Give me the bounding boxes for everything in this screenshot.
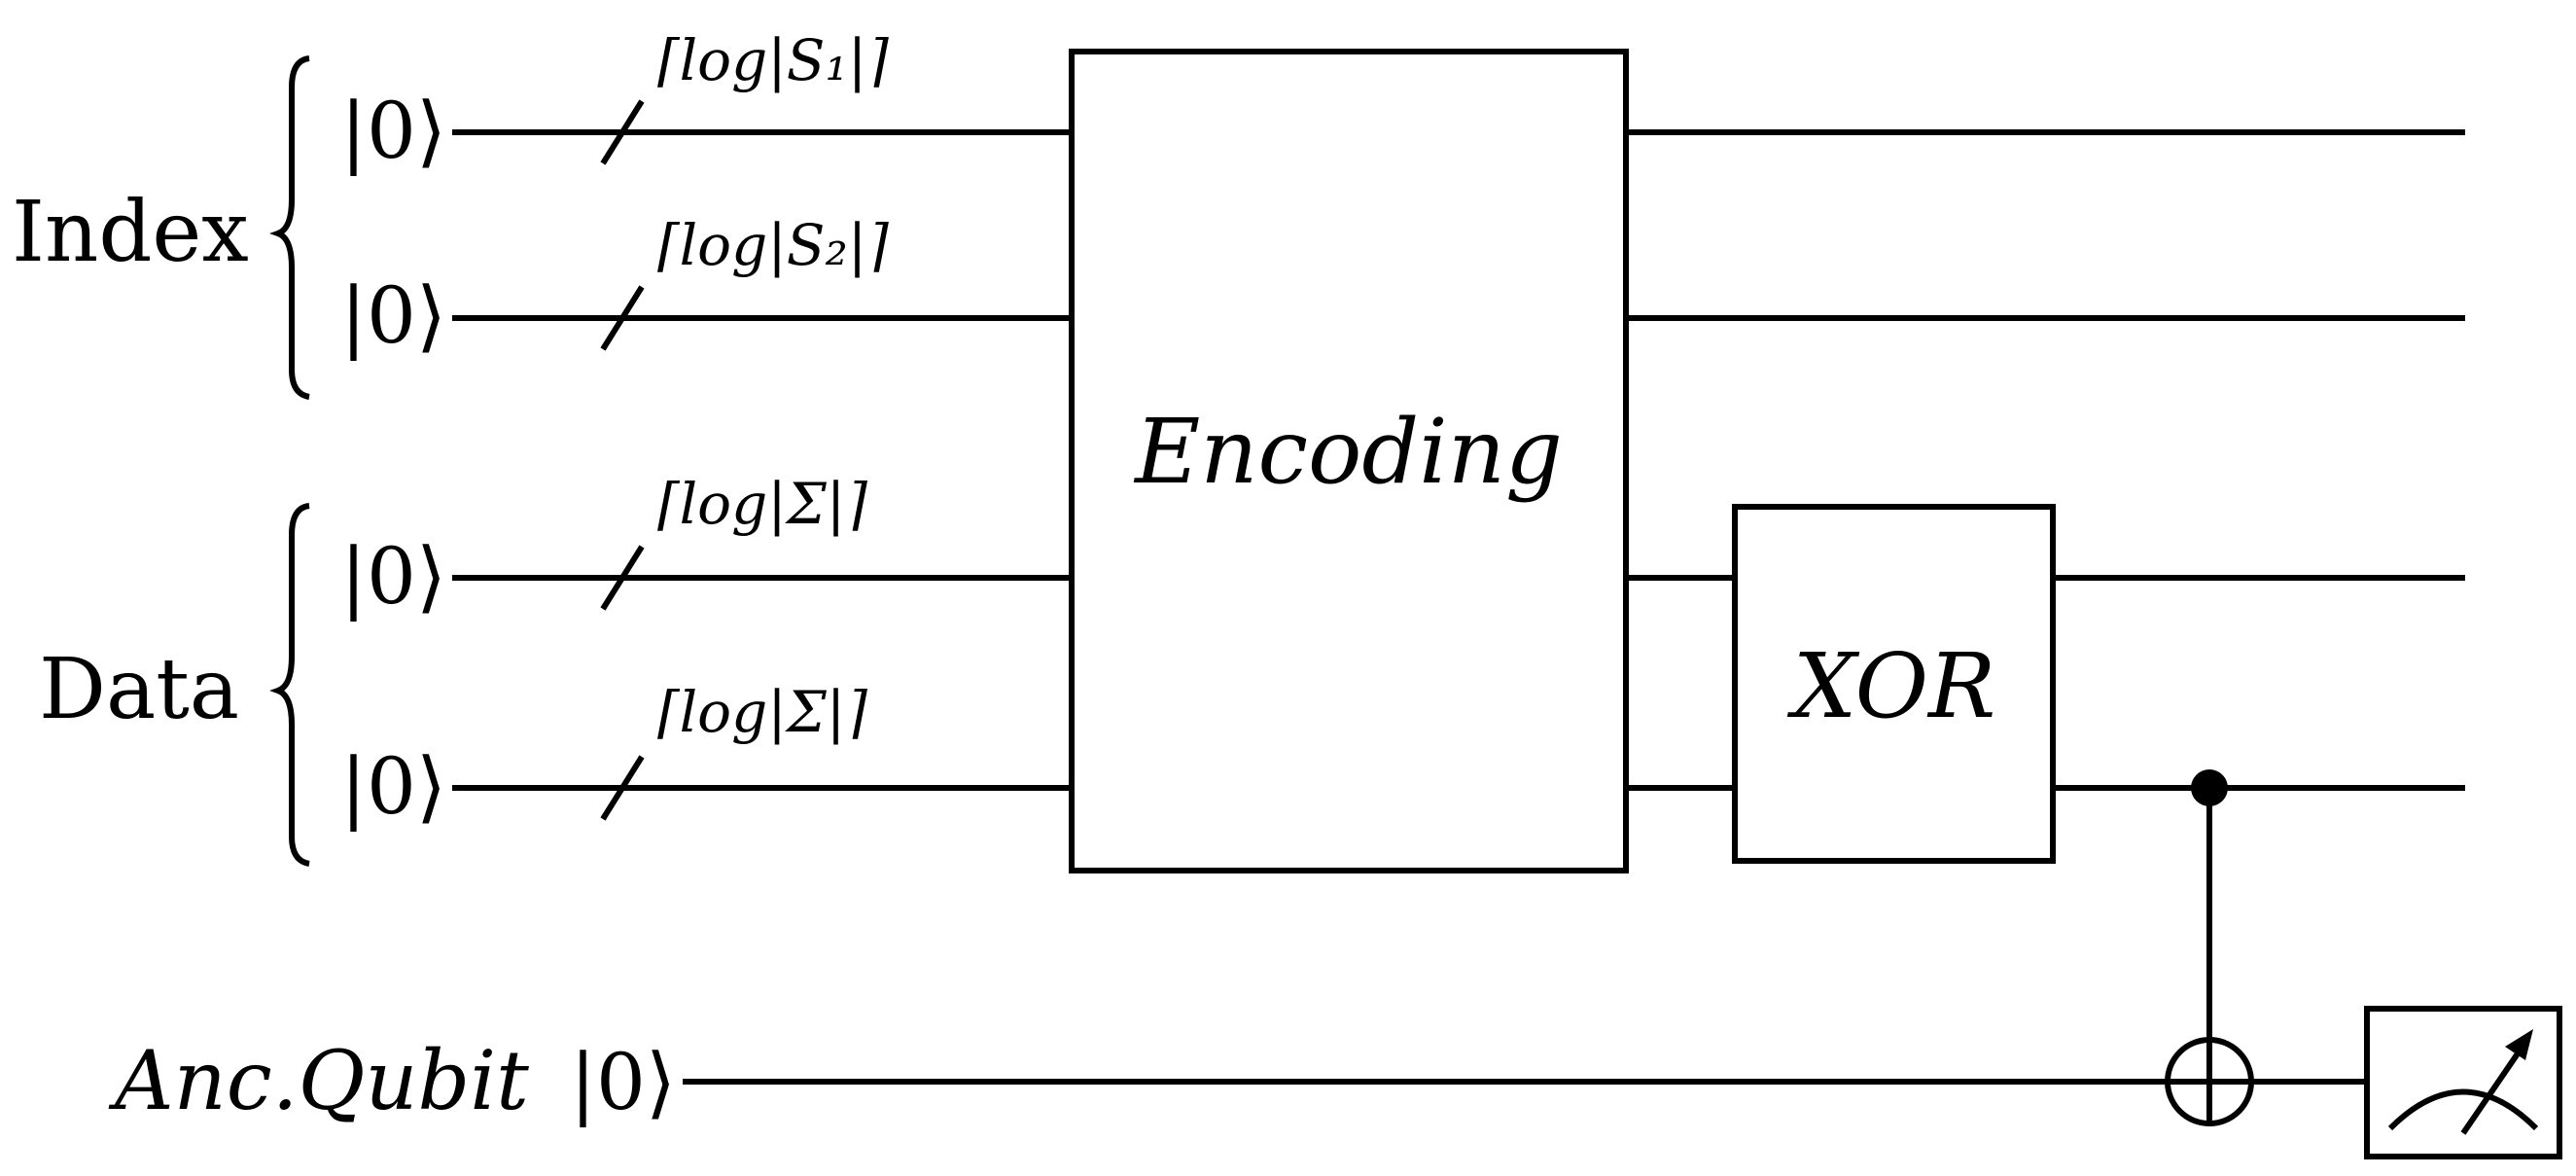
encoding-gate xyxy=(1069,49,1629,873)
control-dot-icon xyxy=(2191,769,2228,806)
qubit-2-slash xyxy=(600,285,645,351)
data-group-label: Data xyxy=(39,641,239,738)
qubit-1-width-label: ⌈log|S₁|⌉ xyxy=(657,27,889,93)
qubit-4-slash xyxy=(600,755,645,821)
qubit-3-width-label: ⌈log|Σ|⌉ xyxy=(657,471,867,537)
index-brace xyxy=(269,55,310,400)
ancilla-ket: |0⟩ xyxy=(570,1037,676,1127)
qubit-1-slash xyxy=(600,99,645,165)
ancilla-label: Anc.Qubit xyxy=(108,1033,529,1128)
qubit-2-ket: |0⟩ xyxy=(340,270,446,361)
measurement-meter-icon xyxy=(2364,1006,2562,1159)
qubit-4-ket: |0⟩ xyxy=(340,741,446,832)
qubit-2-width-label: ⌈log|S₂|⌉ xyxy=(657,212,889,278)
qubit-1-ket: |0⟩ xyxy=(340,86,446,176)
data-brace xyxy=(269,503,310,867)
qubit-3-slash xyxy=(600,545,645,611)
qubit-4-width-label: ⌈log|Σ|⌉ xyxy=(657,679,867,745)
encoding-gate-label: Encoding xyxy=(1133,400,1563,504)
cnot-target-icon xyxy=(2165,1037,2254,1126)
index-group-label: Index xyxy=(12,184,249,281)
qubit-3-ket: |0⟩ xyxy=(340,531,446,622)
xor-gate-label: XOR xyxy=(1787,634,1996,738)
xor-gate xyxy=(1732,504,2056,864)
